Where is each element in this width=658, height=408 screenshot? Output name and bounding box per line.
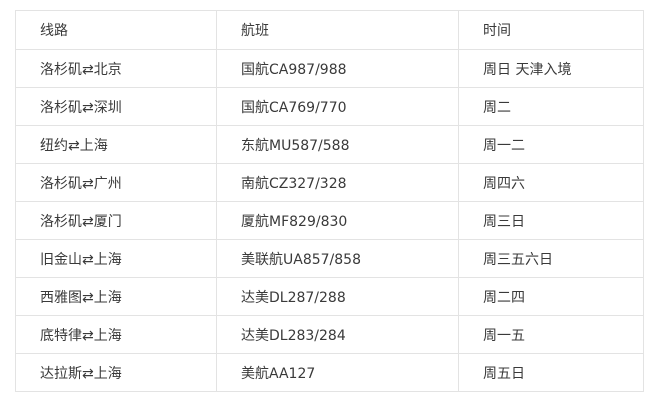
flight-cell: 东航MU587/588 <box>216 125 459 164</box>
flight-cell: 厦航MF829/830 <box>216 201 459 240</box>
flight-cell: 达美DL287/288 <box>216 277 459 316</box>
route-cell: 洛杉矶⇄北京 <box>15 49 217 88</box>
header-flight: 航班 <box>216 10 459 50</box>
table-row: 洛杉矶⇄广州 南航CZ327/328 周四六 <box>15 163 644 202</box>
table-row: 旧金山⇄上海 美联航UA857/858 周三五六日 <box>15 239 644 278</box>
table-row: 纽约⇄上海 东航MU587/588 周一二 <box>15 125 644 164</box>
header-time: 时间 <box>458 10 644 50</box>
route-cell: 西雅图⇄上海 <box>15 277 217 316</box>
flight-cell: 南航CZ327/328 <box>216 163 459 202</box>
time-cell: 周三五六日 <box>458 239 644 278</box>
table-header-row: 线路 航班 时间 <box>15 10 644 50</box>
table-row: 洛杉矶⇄厦门 厦航MF829/830 周三日 <box>15 201 644 240</box>
header-route: 线路 <box>15 10 217 50</box>
table-row: 洛杉矶⇄北京 国航CA987/988 周日 天津入境 <box>15 49 644 88</box>
time-cell: 周日 天津入境 <box>458 49 644 88</box>
time-cell: 周二 <box>458 87 644 126</box>
route-cell: 洛杉矶⇄广州 <box>15 163 217 202</box>
flight-cell: 国航CA769/770 <box>216 87 459 126</box>
table-row: 底特律⇄上海 达美DL283/284 周一五 <box>15 315 644 354</box>
flight-schedule-table: 线路 航班 时间 洛杉矶⇄北京 国航CA987/988 周日 天津入境 洛杉矶⇄… <box>15 10 644 392</box>
table-row: 达拉斯⇄上海 美航AA127 周五日 <box>15 353 644 392</box>
table-row: 西雅图⇄上海 达美DL287/288 周二四 <box>15 277 644 316</box>
flight-cell: 美航AA127 <box>216 353 459 392</box>
table-row: 洛杉矶⇄深圳 国航CA769/770 周二 <box>15 87 644 126</box>
route-cell: 洛杉矶⇄深圳 <box>15 87 217 126</box>
time-cell: 周二四 <box>458 277 644 316</box>
time-cell: 周三日 <box>458 201 644 240</box>
flight-cell: 达美DL283/284 <box>216 315 459 354</box>
route-cell: 洛杉矶⇄厦门 <box>15 201 217 240</box>
flight-schedule-table-container: 线路 航班 时间 洛杉矶⇄北京 国航CA987/988 周日 天津入境 洛杉矶⇄… <box>15 10 644 392</box>
route-cell: 底特律⇄上海 <box>15 315 217 354</box>
flight-cell: 美联航UA857/858 <box>216 239 459 278</box>
time-cell: 周五日 <box>458 353 644 392</box>
flight-cell: 国航CA987/988 <box>216 49 459 88</box>
route-cell: 达拉斯⇄上海 <box>15 353 217 392</box>
time-cell: 周一五 <box>458 315 644 354</box>
time-cell: 周一二 <box>458 125 644 164</box>
route-cell: 旧金山⇄上海 <box>15 239 217 278</box>
time-cell: 周四六 <box>458 163 644 202</box>
route-cell: 纽约⇄上海 <box>15 125 217 164</box>
